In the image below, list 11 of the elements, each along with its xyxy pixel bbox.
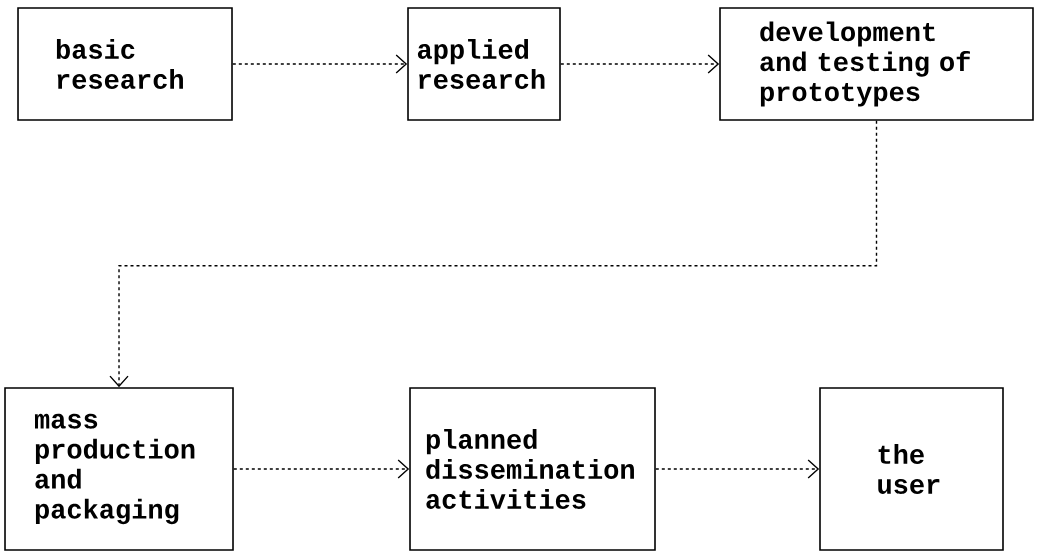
process-box: applied research bbox=[407, 7, 561, 121]
arrow bbox=[109, 120, 878, 388]
arrow bbox=[655, 459, 820, 479]
arrow bbox=[232, 54, 408, 74]
arrow bbox=[233, 459, 410, 479]
process-box: mass production and packaging bbox=[4, 387, 234, 551]
process-box: the user bbox=[819, 387, 1004, 551]
process-box: planned dissemination activities bbox=[409, 387, 656, 551]
arrow bbox=[560, 54, 720, 74]
process-box: basic research bbox=[17, 7, 233, 121]
process-box: development and testing of prototypes bbox=[719, 7, 1034, 121]
